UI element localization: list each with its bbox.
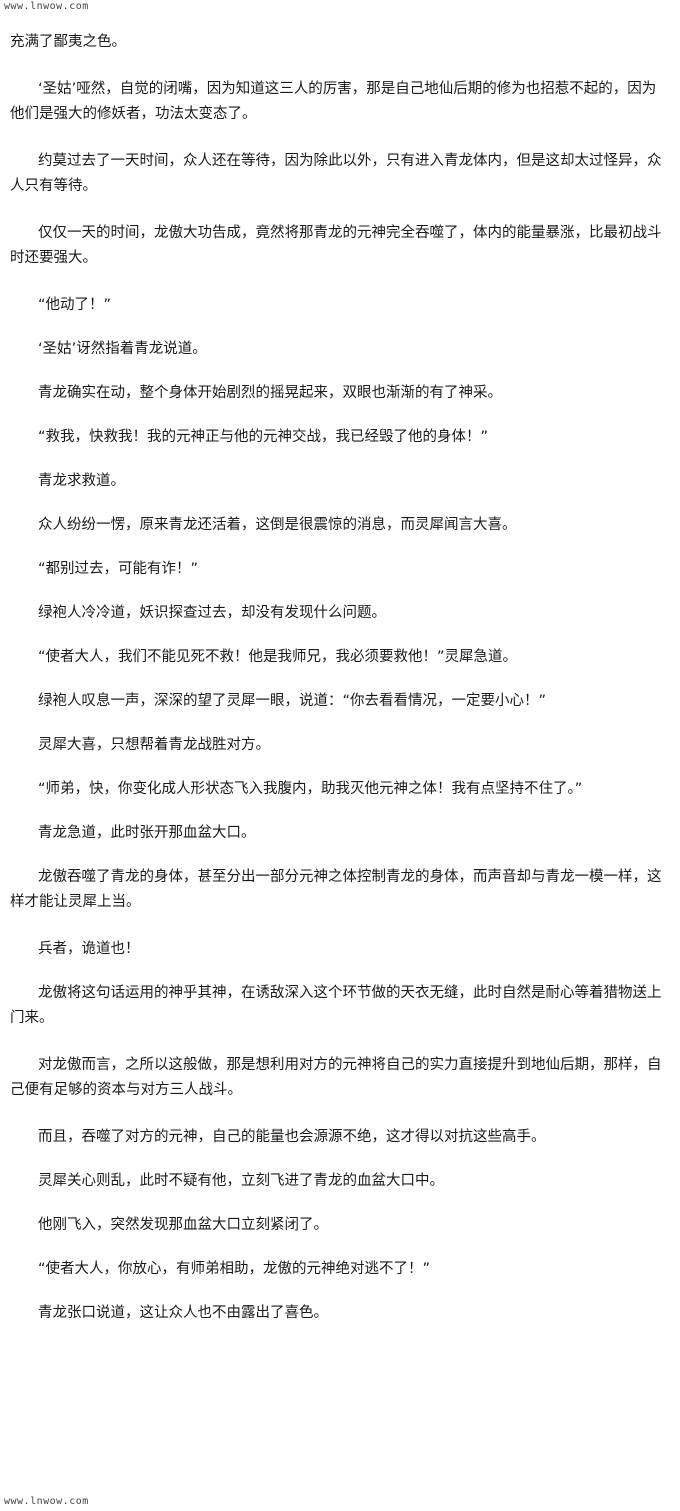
paragraph: ‘圣姑’哑然，自觉的闭嘴，因为知道这三人的厉害，那是自己地仙后期的修为也招惹不起… (10, 81, 657, 122)
paragraph: 龙傲将这句话运用的神乎其神，在诱敌深入这个环节做的天衣无缝，此时自然是耐心等着猎… (10, 985, 662, 1026)
paragraph: “师弟，快，你变化成人形状态飞入我腹内，助我灭他元神之体！我有点坚持不住了。” (38, 781, 583, 797)
paragraph: 青龙急道，此时张开那血盆大口。 (38, 825, 256, 841)
paragraph: 约莫过去了一天时间，众人还在等待，因为除此以外，只有进入青龙体内，但是这却太过怪… (10, 153, 662, 194)
paragraph: “救我，快救我！我的元神正与他的元神交战，我已经毁了他的身体！” (38, 429, 489, 445)
paragraph: 仅仅一天的时间，龙傲大功告成，竟然将那青龙的元神完全吞噬了，体内的能量暴涨，比最… (10, 225, 662, 266)
paragraph: “都别过去，可能有诈！” (38, 561, 199, 577)
chapter-body: 充满了鄙夷之色。 ‘圣姑’哑然，自觉的闭嘴，因为知道这三人的厉害，那是自己地仙后期… (10, 10, 670, 1326)
paragraph: 绿袍人冷冷道，妖识探查过去，却没有发现什么问题。 (38, 605, 386, 621)
paragraph: 对龙傲而言，之所以这般做，那是想利用对方的元神将自己的实力直接提升到地仙后期，那… (10, 1057, 662, 1098)
paragraph: 众人纷纷一愣，原来青龙还活着，这倒是很震惊的消息，而灵犀闻言大喜。 (38, 517, 517, 533)
paragraph: 灵犀关心则乱，此时不疑有他，立刻飞进了青龙的血盆大口中。 (38, 1173, 444, 1189)
paragraph: 充满了鄙夷之色。 (10, 34, 126, 50)
paragraph: “使者大人，你放心，有师弟相助，龙傲的元神绝对逃不了！” (38, 1261, 431, 1277)
paragraph: 青龙张口说道，这让众人也不由露出了喜色。 (38, 1305, 328, 1321)
paragraph: 兵者，诡道也！ (38, 941, 140, 957)
paragraph: 青龙确实在动，整个身体开始剧烈的摇晃起来，双眼也渐渐的有了神采。 (38, 385, 502, 401)
paragraph: 绿袍人叹息一声，深深的望了灵犀一眼，说道：“你去看看情况，一定要小心！” (38, 693, 547, 709)
watermark-bottom: www.lnwow.com (4, 1496, 89, 1507)
paragraph: ‘圣姑’讶然指着青龙说道。 (38, 341, 207, 357)
watermark-top: www.lnwow.com (4, 1, 89, 12)
paragraph: 他刚飞入，突然发现那血盆大口立刻紧闭了。 (38, 1217, 328, 1233)
paragraph: “他动了！” (38, 297, 112, 313)
paragraph: 青龙求救道。 (38, 473, 125, 489)
paragraph: 龙傲吞噬了青龙的身体，甚至分出一部分元神之体控制青龙的身体，而声音却与青龙一模一… (10, 869, 662, 910)
paragraph: “使者大人，我们不能见死不救！他是我师兄，我必须要救他！”灵犀急道。 (38, 649, 518, 665)
paragraph: 灵犀大喜，只想帮着青龙战胜对方。 (38, 737, 270, 753)
paragraph: 而且，吞噬了对方的元神，自己的能量也会源源不绝，这才得以对抗这些高手。 (38, 1129, 546, 1145)
